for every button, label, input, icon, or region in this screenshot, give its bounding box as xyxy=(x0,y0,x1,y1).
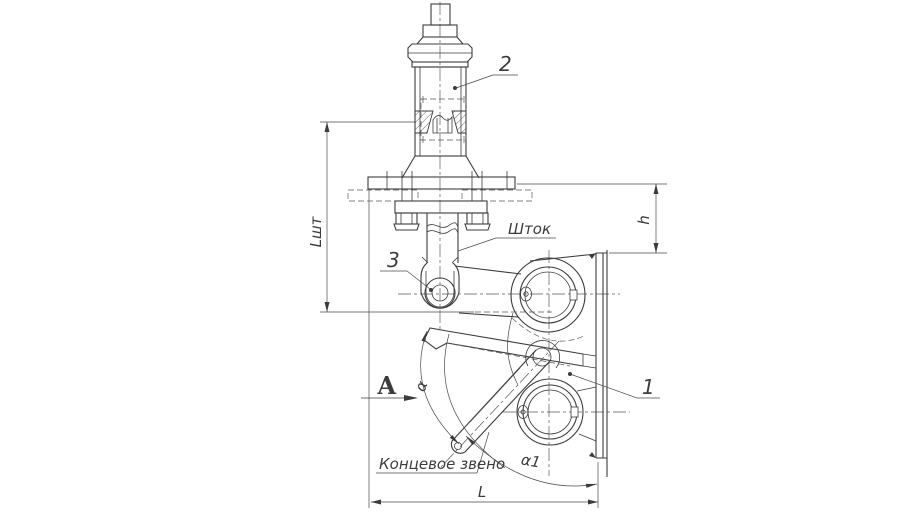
dimension-stem-travel: Lшт xyxy=(307,121,474,313)
dimension-overall-length-label: L xyxy=(478,483,486,501)
mounting-flange xyxy=(347,155,533,231)
end-link-label: Концевое звено xyxy=(379,455,505,473)
lower-hub xyxy=(516,378,584,446)
callout-part1-label: 1 xyxy=(642,375,655,399)
centerlines xyxy=(398,2,630,476)
actuator-cylinder xyxy=(407,3,473,157)
callout-part2-label: 2 xyxy=(499,52,512,76)
angled-plate xyxy=(423,311,584,367)
alpha1-label: α1 xyxy=(520,451,542,472)
upper-hub xyxy=(510,257,586,333)
alpha-label: α xyxy=(411,378,431,394)
dimension-height: h xyxy=(517,183,667,254)
stem-rod xyxy=(426,213,459,263)
view-a-marker: А xyxy=(361,371,418,401)
dimension-height-label: h xyxy=(635,215,653,225)
view-a-label: А xyxy=(377,371,397,400)
end-link-callout: Концевое звено xyxy=(376,431,505,474)
stem-label: Шток xyxy=(508,220,551,238)
lever-lower-position xyxy=(444,333,561,469)
callout-part1: 1 xyxy=(568,372,660,399)
dimension-stem-travel-label: Lшт xyxy=(307,215,325,247)
bracket xyxy=(507,250,608,477)
callout-part3-label: 3 xyxy=(387,248,400,272)
lever-upper-position xyxy=(454,265,585,342)
stem-callout: Шток xyxy=(457,220,556,252)
clevis xyxy=(420,256,460,309)
dimension-overall-length: L xyxy=(368,190,599,508)
angle-alpha1: α1 xyxy=(465,435,598,488)
callout-part2: 2 xyxy=(453,52,518,90)
callout-part3: 3 xyxy=(380,248,433,292)
